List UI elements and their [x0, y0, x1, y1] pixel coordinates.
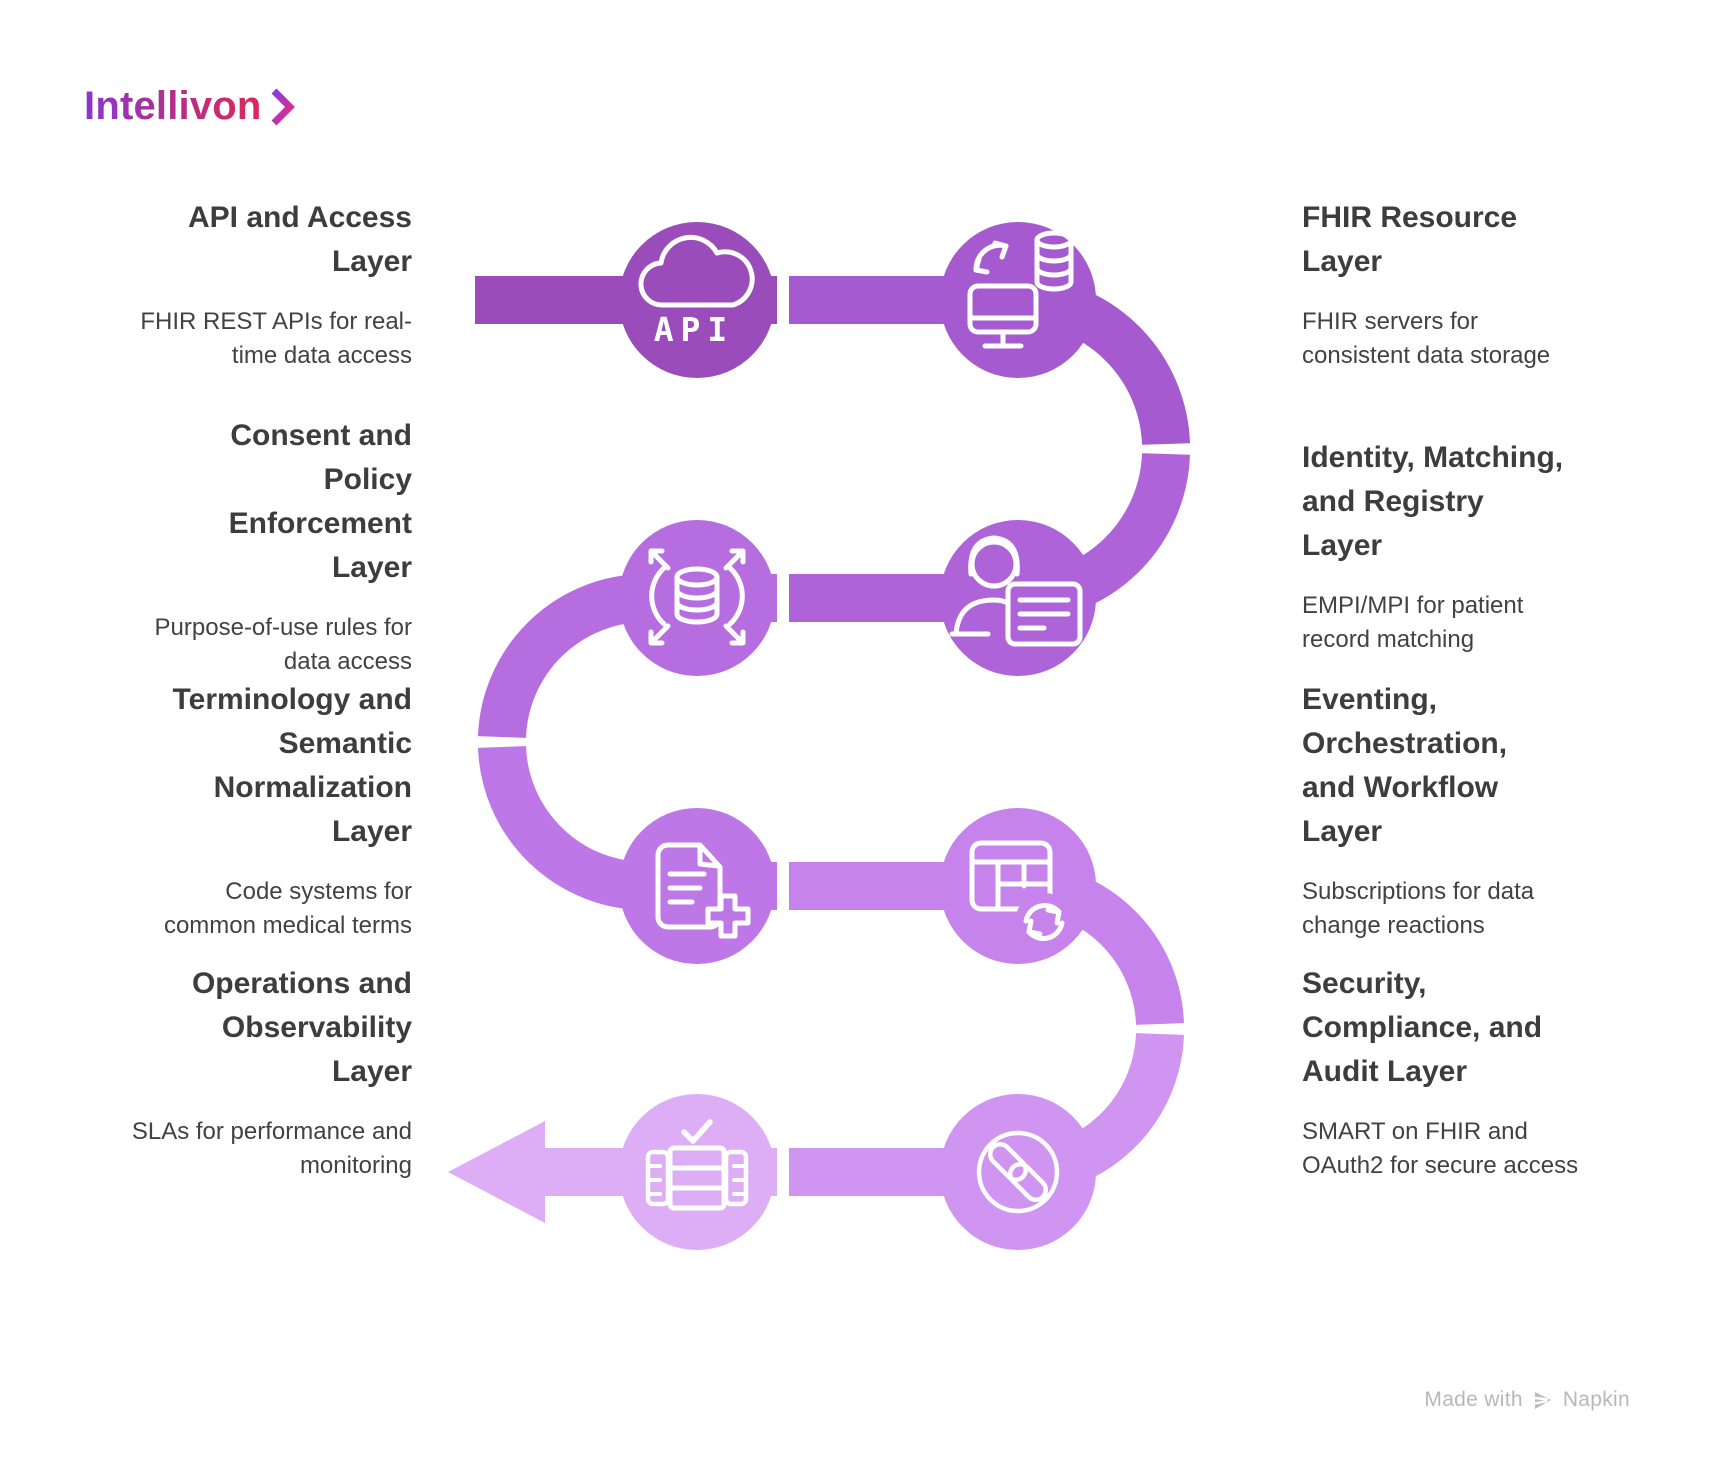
refresh-backplate: [1015, 893, 1073, 951]
brand-logo: Intellivon: [84, 84, 296, 129]
layer-block-api-access: API and Access Layer FHIR REST APIs for …: [40, 196, 412, 373]
flow-segment-api: API: [475, 222, 777, 378]
oauth-interlock-icon: [976, 1130, 1060, 1214]
napkin-text: Napkin: [1562, 1388, 1630, 1411]
patient-identity-card-icon: [949, 535, 1083, 647]
data-distribution-icon: [648, 548, 746, 646]
layer-title: Operations and Observability Layer: [191, 967, 412, 1088]
layer-block-security-audit: Security, Compliance, and Audit Layer SM…: [1302, 962, 1712, 1183]
api-label: API: [654, 310, 735, 349]
layer-description: Subscriptions for data change reactions: [1302, 878, 1535, 939]
connector-curve: [478, 745, 647, 910]
layer-description: EMPI/MPI for patient record matching: [1302, 592, 1524, 653]
flow-segment-consent: [478, 520, 777, 739]
layer-block-consent-policy: Consent and Policy Enforcement Layer Pur…: [40, 414, 412, 679]
layer-block-operations: Operations and Observability Layer SLAs …: [40, 962, 412, 1183]
layer-description: Code systems for common medical terms: [163, 878, 412, 939]
layer-title: Terminology and Semantic Normalization L…: [172, 683, 412, 848]
layer-title: Identity, Matching, and Registry Layer: [1302, 441, 1564, 562]
data-sync-monitor-icon: [967, 230, 1074, 349]
node-circle: [940, 1094, 1096, 1250]
layer-description: SLAs for performance and monitoring: [131, 1118, 412, 1179]
connector-curve: [478, 574, 647, 739]
flow-segment-identity: [789, 452, 1190, 676]
flow-arrowhead: [448, 1121, 545, 1223]
layer-title: Consent and Policy Enforcement Layer: [228, 419, 412, 584]
napkin-logo-icon: [1534, 1392, 1551, 1409]
layer-block-fhir-resource: FHIR Resource Layer FHIR servers for con…: [1302, 196, 1712, 373]
flow-segment-terminology: [478, 745, 777, 964]
document-add-icon: [655, 842, 751, 939]
layer-title: API and Access Layer: [188, 201, 412, 278]
layer-description: FHIR REST APIs for real- time data acces…: [140, 308, 412, 369]
node-circle: [619, 222, 775, 378]
flow-segment-security: [789, 1032, 1184, 1250]
cloud-api-icon: API: [638, 234, 755, 349]
chevron-right-icon: [271, 88, 295, 125]
layer-title: Security, Compliance, and Audit Layer: [1302, 967, 1543, 1088]
footer-credit: Made with Napkin: [1424, 1388, 1630, 1412]
made-with-text: Made with: [1424, 1388, 1523, 1411]
table-refresh-icon: [969, 840, 1073, 951]
layer-title: FHIR Resource Layer: [1302, 201, 1518, 278]
layer-block-terminology: Terminology and Semantic Normalization L…: [40, 678, 412, 943]
layer-title: Eventing, Orchestration, and Workflow La…: [1302, 683, 1508, 848]
layer-block-eventing-workflow: Eventing, Orchestration, and Workflow La…: [1302, 678, 1712, 943]
server-rack-check-icon: [645, 1119, 749, 1211]
layer-description: Purpose-of-use rules for data access: [154, 614, 412, 675]
flow-segment-eventing: [789, 808, 1184, 1026]
brand-name: Intellivon: [84, 84, 262, 128]
layer-block-identity-registry: Identity, Matching, and Registry Layer E…: [1302, 436, 1712, 657]
layer-description: FHIR servers for consistent data storage: [1302, 308, 1551, 369]
flow-segment-fhir-resource: [789, 222, 1190, 446]
layer-description: SMART on FHIR and OAuth2 for secure acce…: [1302, 1118, 1579, 1179]
flow-segment-operations: [448, 1094, 777, 1250]
